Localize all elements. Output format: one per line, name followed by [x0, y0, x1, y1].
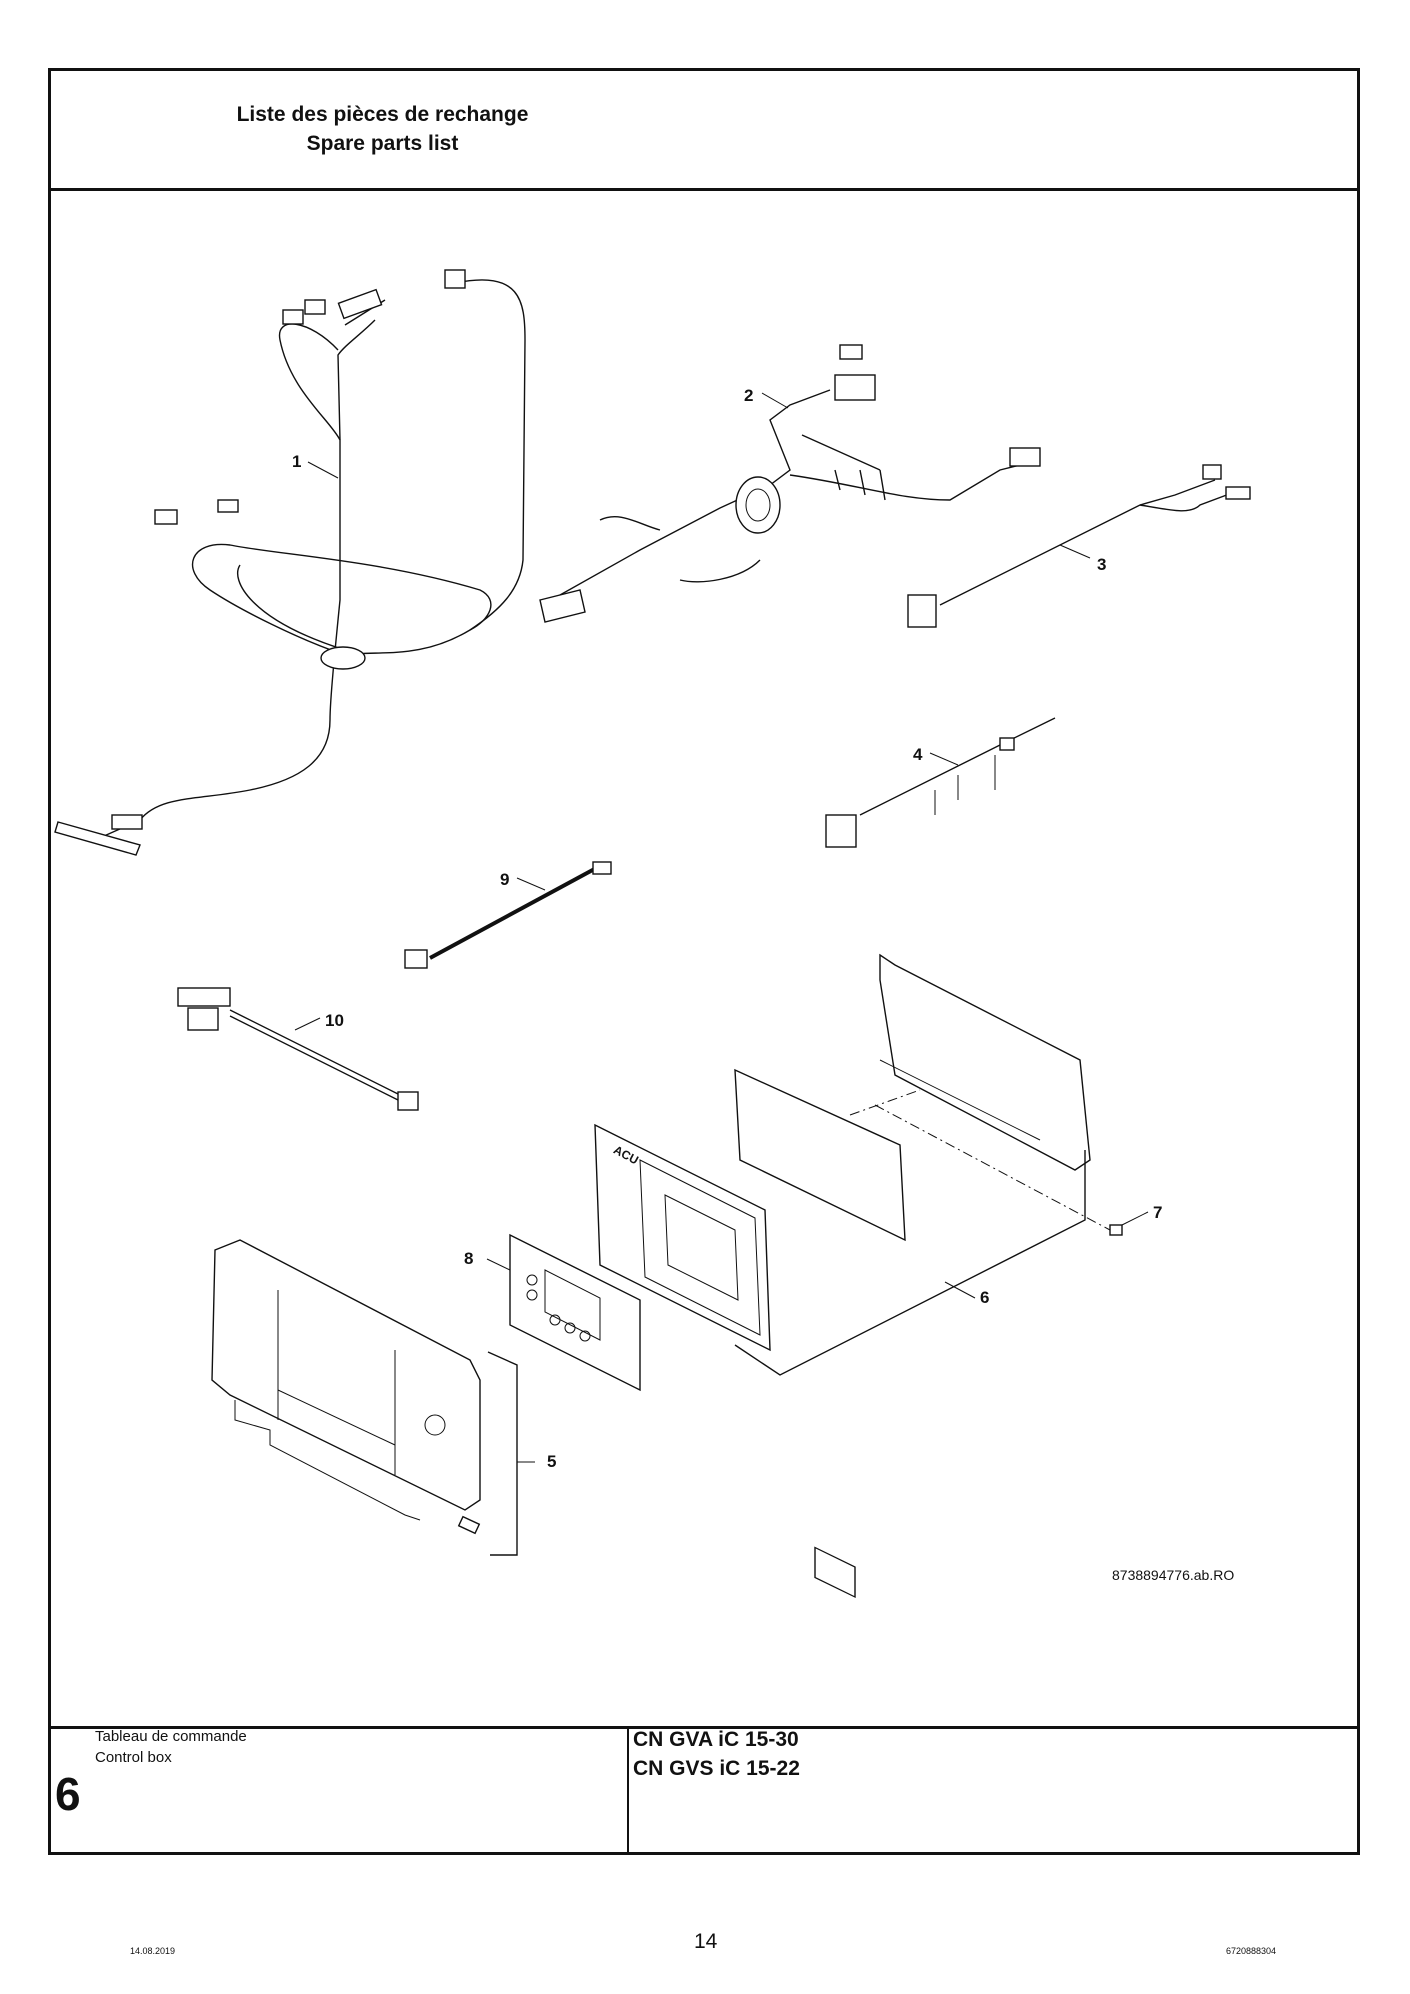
page-frame — [48, 68, 1360, 1855]
part-4-harness — [825, 717, 1056, 848]
section-title-english: Control box — [95, 1749, 172, 1766]
section-number: 6 — [55, 1768, 81, 1820]
part-7-connector — [1109, 1211, 1149, 1236]
callout-9: 9 — [500, 870, 510, 889]
title-english: Spare parts list — [306, 132, 459, 155]
header-divider — [48, 188, 1360, 191]
footer-box-column-divider — [627, 1727, 629, 1855]
part-10-cable — [177, 987, 419, 1111]
diagram-reference: 8738894776.ab.RO — [1112, 1567, 1235, 1583]
title-french: Liste des pièces de rechange — [236, 103, 529, 126]
callout-10: 10 — [325, 1011, 344, 1030]
callout-3: 3 — [1097, 555, 1107, 574]
document-number: 6720888304 — [1226, 1946, 1277, 1956]
section-title-french: Tableau de commande — [95, 1728, 247, 1745]
part-8-front-membrane — [486, 1233, 641, 1392]
part-9-cable — [404, 861, 612, 969]
callout-leaders — [294, 392, 1091, 1031]
print-date: 14.08.2019 — [130, 1946, 176, 1956]
model-name: CN GVS iC 15-22 — [633, 1757, 800, 1780]
page-number: 14 — [694, 1930, 718, 1953]
model-name: CN GVA iC 15-30 — [633, 1728, 799, 1751]
callout-5: 5 — [547, 1452, 557, 1471]
callout-6: 6 — [980, 1288, 990, 1307]
callout-2: 2 — [744, 386, 754, 405]
part-5-front-cover — [211, 1239, 535, 1556]
page-title: Liste des pièces de rechange Spare parts… — [150, 100, 615, 158]
part-6-control-unit — [594, 953, 1111, 1599]
callout-4: 4 — [913, 745, 923, 764]
callout-7: 7 — [1153, 1203, 1163, 1222]
footer-box-divider — [48, 1726, 1360, 1729]
part-2-harness — [539, 344, 1041, 623]
callout-1: 1 — [292, 452, 302, 471]
callout-8: 8 — [464, 1249, 474, 1268]
part-3-harness — [907, 464, 1251, 628]
part-1-main-harness — [54, 269, 526, 856]
